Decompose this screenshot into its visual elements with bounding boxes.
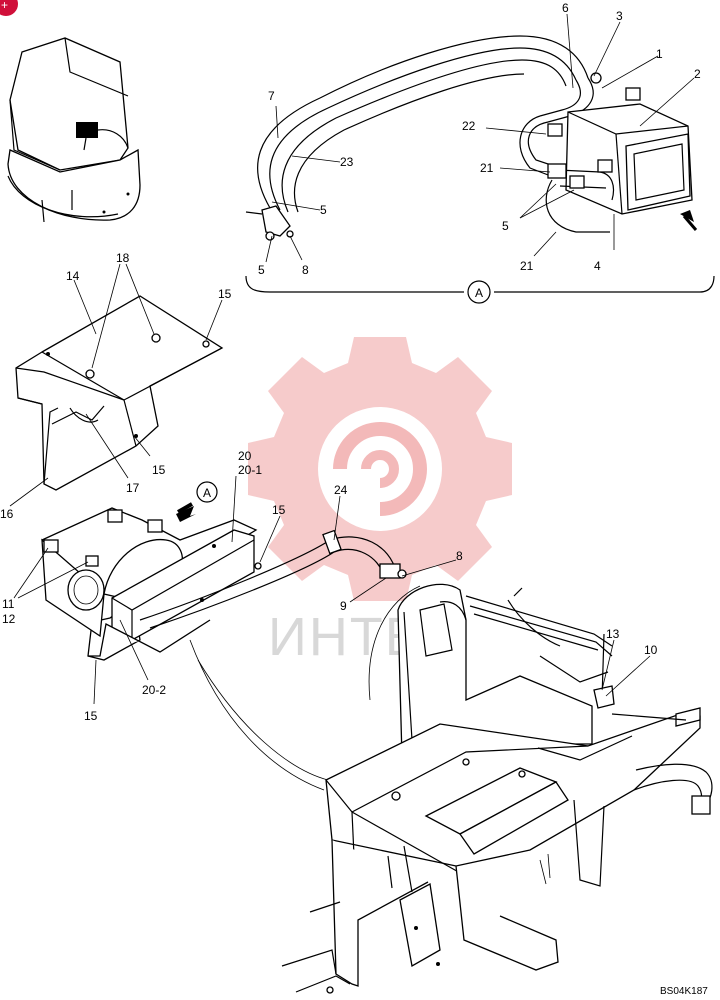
drawing-code: BS04K187 xyxy=(660,986,708,997)
callout-3: 3 xyxy=(616,9,623,23)
view-marker-circle-2 xyxy=(196,481,218,503)
callout-24: 24 xyxy=(334,483,348,497)
callout-8-lower: 8 xyxy=(456,549,463,563)
callout-13: 13 xyxy=(606,627,620,641)
callout-11: 11 xyxy=(2,597,15,611)
corner-badge: + xyxy=(0,0,18,16)
callout-7: 7 xyxy=(268,89,275,103)
callout-15-mid: 15 xyxy=(152,463,166,477)
blower-duct-assembly xyxy=(41,502,262,661)
callout-10: 10 xyxy=(644,643,658,657)
callout-20-2: 20-2 xyxy=(142,683,166,697)
callout-15-top: 15 xyxy=(218,287,232,301)
callout-15-right: 15 xyxy=(272,503,286,517)
callout-labels: 6 3 1 2 7 22 23 21 5 5 5 8 21 4 A 18 14 … xyxy=(0,1,708,997)
callout-20: 20 xyxy=(238,449,252,463)
callout-8-upper: 8 xyxy=(302,263,309,277)
cab-unit-illustration xyxy=(7,37,141,223)
machine-frame-assembly xyxy=(281,583,713,994)
callout-22: 22 xyxy=(462,119,476,133)
callout-6: 6 xyxy=(562,1,569,15)
callout-20-1: 20-1 xyxy=(238,463,262,477)
callout-12: 12 xyxy=(2,612,16,626)
callout-5-left: 5 xyxy=(258,263,265,277)
callout-15-bottom: 15 xyxy=(84,709,98,723)
view-marker-a-2: A xyxy=(203,486,211,500)
callout-17: 17 xyxy=(126,481,140,495)
callout-9: 9 xyxy=(340,599,347,613)
leader-lines xyxy=(9,13,695,705)
callout-21-upper: 21 xyxy=(480,161,494,175)
hose-24 xyxy=(139,529,407,791)
view-marker-a: A xyxy=(475,286,483,300)
watermark-gear-logo xyxy=(248,337,512,601)
callout-14: 14 xyxy=(66,269,80,283)
callout-5-right: 5 xyxy=(320,203,327,217)
callout-1: 1 xyxy=(656,47,663,61)
callout-2: 2 xyxy=(694,67,701,81)
watermark: ИНТЕХ xyxy=(248,337,512,667)
callout-16: 16 xyxy=(0,507,14,521)
duct-cover-assembly xyxy=(15,295,224,491)
corner-badge-label: + xyxy=(1,0,8,12)
callout-21-lower: 21 xyxy=(520,259,534,273)
callout-4: 4 xyxy=(594,259,601,273)
callout-23: 23 xyxy=(340,155,354,169)
callout-5-middle: 5 xyxy=(502,219,509,233)
callout-18: 18 xyxy=(116,251,130,265)
view-a-hose-assembly xyxy=(245,35,715,293)
view-marker-circle xyxy=(467,280,491,304)
